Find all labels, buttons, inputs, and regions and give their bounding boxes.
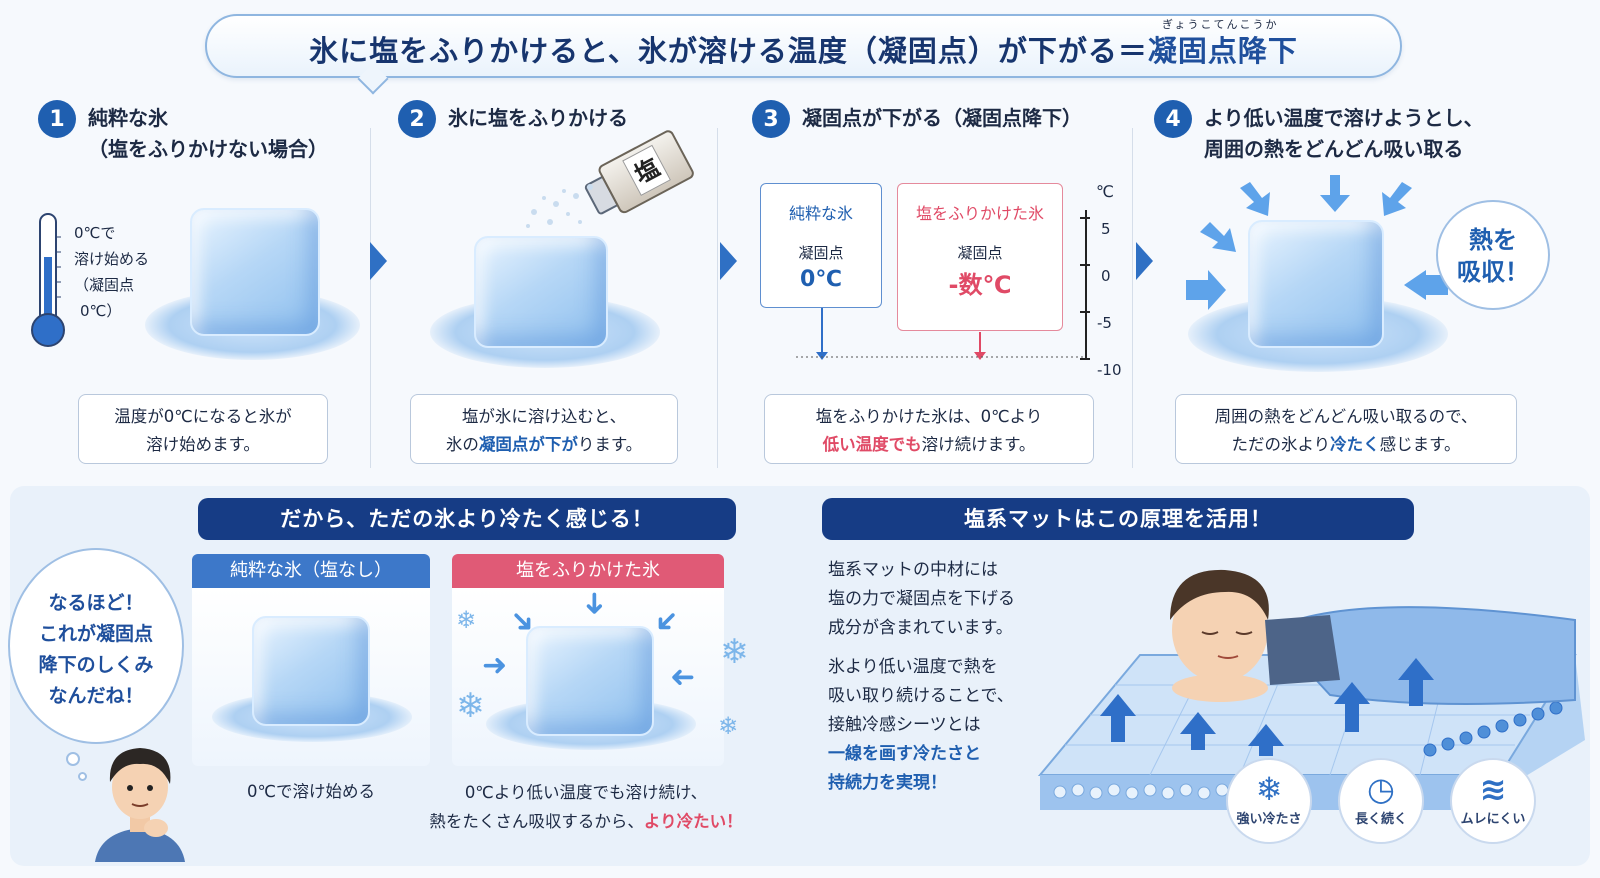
badge-strong-cooling: ❄ 強い冷たさ <box>1226 758 1312 844</box>
ice-cube-icon <box>252 616 370 726</box>
divider <box>717 128 718 468</box>
step-2-caption: 塩が氷に溶け込むと、 氷の凝固点が下がります。 <box>410 394 678 464</box>
snowflake-icon: ❄ <box>456 606 477 634</box>
bottom-left-banner: だから、ただの氷より冷たく感じる！ <box>198 498 736 540</box>
pure-ice-caption: 0℃で溶け始める <box>246 782 376 801</box>
divider <box>1132 128 1133 468</box>
arrow-down-icon: ➜ <box>577 590 613 617</box>
salted-ice-caption: 0℃より低い温度でも溶け続け、 熱をたくさん吸収するから、より冷たい！ <box>429 783 743 831</box>
scale-axis <box>1085 210 1087 360</box>
thought-dot <box>66 752 80 766</box>
snowflake-icon: ❄ <box>718 712 739 740</box>
up-arrow-icon <box>1100 694 1136 742</box>
step-3-caption: 塩をふりかけた氷は、0℃より 低い温度でも溶け続けます。 <box>764 394 1094 464</box>
heat-inflow-arrows <box>1186 175 1412 310</box>
boy-avatar <box>90 732 190 862</box>
freezing-point-arrows <box>796 308 1086 360</box>
scale-ticks <box>1080 210 1094 360</box>
scale-unit: ℃ <box>1096 182 1114 201</box>
ice-cube-icon <box>190 208 320 336</box>
step-3: 3 <box>752 100 790 138</box>
salted-ice-header: 塩をふりかけた氷 <box>452 554 724 588</box>
step-4-title: より低い温度で溶けようとし、周囲の熱をどんどん吸い取る <box>1204 106 1484 161</box>
divider <box>370 128 371 468</box>
arrow-left-icon: ➜ <box>670 660 696 695</box>
pure-ice-header: 純粋な氷（塩なし） <box>192 554 430 588</box>
up-arrow-icon <box>1334 682 1370 732</box>
waves-icon: ≋ <box>1479 770 1507 808</box>
ice-cube-icon <box>1248 220 1384 348</box>
up-arrow-icon <box>1248 724 1284 756</box>
mat-description-2: 氷より低い温度で熱を吸い取り続けることで、接触冷感シーツとは 一線を画す冷たさと… <box>828 657 1014 793</box>
snowflake-icon: ❄ <box>720 632 749 672</box>
step-2-title: 氷に塩をふりかける <box>448 106 628 130</box>
ice-cube-icon <box>526 626 654 736</box>
salted-ice-card: 塩をふりかけた氷 凝固点 -数℃ <box>897 183 1063 331</box>
header-bubble <box>205 14 1402 78</box>
scale-labels: 5 0 -5 -10 <box>1097 220 1122 379</box>
step-1-caption: 温度が0℃になると氷が溶け始めます。 <box>78 394 328 464</box>
step-2: 2 <box>398 100 436 138</box>
step-number: 3 <box>752 100 790 138</box>
arrow-right-icon <box>370 242 387 280</box>
badge-breathable: ≋ ムレにくい <box>1450 758 1536 844</box>
heat-inflow-arrow-right <box>1404 270 1448 300</box>
badge-long-lasting: ◷ 長く続く <box>1338 758 1424 844</box>
pure-ice-card: 純粋な氷 凝固点 0℃ <box>760 183 882 308</box>
thought-bubble: なるほど！これが凝固点降下のしくみなんだね！ <box>8 548 184 744</box>
step-3-title: 凝固点が下がる（凝固点降下） <box>802 106 1082 130</box>
arrow-right-icon <box>1136 242 1153 280</box>
snowflake-icon: ❄ <box>1255 770 1283 808</box>
thought-dot <box>78 772 87 781</box>
step-1-title: 純粋な氷（塩をふりかけない場合） <box>88 106 328 161</box>
step-number: 2 <box>398 100 436 138</box>
step-number: 4 <box>1154 100 1192 138</box>
mat-description-1: 塩系マットの中材には塩の力で凝固点を下げる成分が含まれています。 <box>828 560 1015 638</box>
ice-cube-icon <box>474 236 608 348</box>
heat-absorb-bubble: 熱を吸収！ <box>1436 200 1550 310</box>
title-ruby: ぎょうこてんこうか <box>1162 18 1279 31</box>
page-title: 氷に塩をふりかけると、氷が溶ける温度（凝固点）が下がる＝凝固点降下 <box>309 34 1298 68</box>
thermometer-icon <box>30 212 66 352</box>
arrow-right-icon: ➜ <box>482 648 508 683</box>
step-4-caption: 周囲の熱をどんどん吸い取るので、 ただの氷より冷たく感じます。 <box>1175 394 1517 464</box>
step-4: 4 <box>1154 100 1192 138</box>
up-arrow-icon <box>1180 712 1216 750</box>
step-1: 1 <box>38 100 76 138</box>
snowflake-icon: ❄ <box>456 686 485 726</box>
salt-grains <box>520 182 600 242</box>
bottom-right-banner: 塩系マットはこの原理を活用！ <box>822 498 1414 540</box>
up-arrow-icon <box>1398 658 1434 706</box>
arrow-right-icon <box>720 242 737 280</box>
timer-icon: ◷ <box>1367 770 1395 808</box>
step-number: 1 <box>38 100 76 138</box>
